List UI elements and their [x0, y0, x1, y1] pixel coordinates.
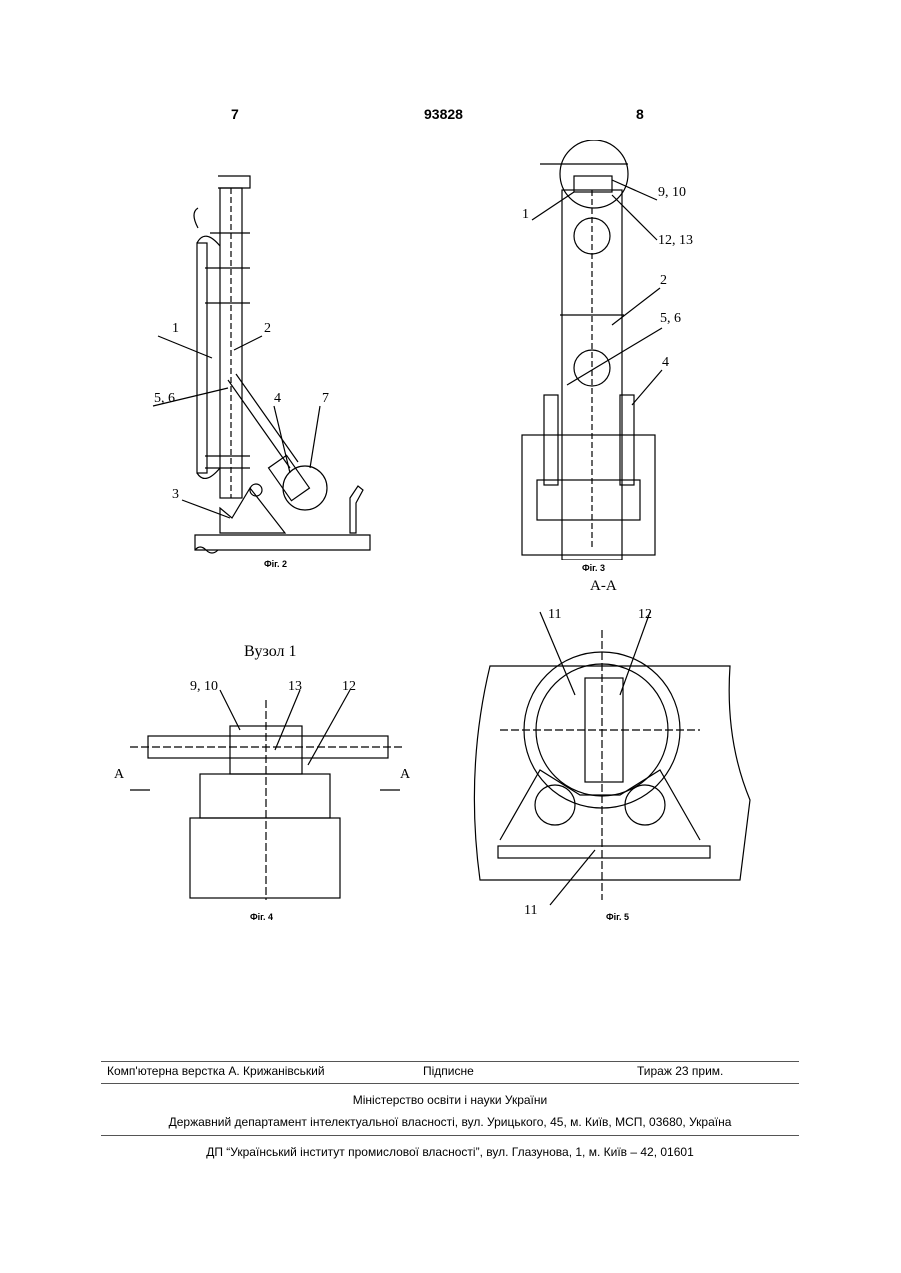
fig3-label-2: 2: [660, 273, 667, 288]
fig2-label-5-6: 5, 6: [154, 391, 175, 406]
footer-department: Державний департамент інтелектуальної вл…: [101, 1115, 799, 1129]
fig5-caption: Фіг. 5: [606, 912, 629, 922]
footer-signed: Підписне: [423, 1064, 474, 1078]
fig4-label-9-10: 9, 10: [190, 679, 218, 694]
fig2-label-3: 3: [172, 487, 179, 502]
fig4-section-mark-left: А: [114, 767, 125, 782]
fig3-label-1: 1: [522, 207, 529, 222]
fig2-label-1: 1: [172, 321, 179, 336]
figure-4-drawing: 9, 10 13 12 А А: [110, 670, 410, 905]
fig4-label-13: 13: [288, 679, 302, 694]
footer-typesetter: Комп'ютерна верстка А. Крижанівський: [107, 1064, 325, 1078]
footer-divider-bottom: [101, 1135, 799, 1136]
page-number-right: 8: [636, 106, 644, 122]
footer-ministry: Міністерство освіти і науки України: [101, 1093, 799, 1107]
page-number-left: 7: [231, 106, 239, 122]
patent-number: 93828: [424, 106, 463, 122]
fig5-label-12: 12: [638, 607, 652, 622]
footer-divider-top: [101, 1061, 799, 1062]
fig2-label-2: 2: [264, 321, 271, 336]
figure-5-drawing: 11 12 11: [460, 600, 760, 920]
fig5-label-11-bottom: 11: [524, 903, 537, 918]
fig5-label-11-top: 11: [548, 607, 561, 622]
footer-divider-middle: [101, 1083, 799, 1084]
fig3-label-5-6: 5, 6: [660, 311, 681, 326]
figure-2-drawing: 1 2 5, 6 4 7 3: [150, 168, 380, 558]
fig3-label-9-10: 9, 10: [658, 185, 686, 200]
fig4-section-mark-right: А: [400, 767, 410, 782]
figure-3-drawing: 9, 10 1 12, 13 2 5, 6 4: [512, 140, 712, 560]
fig3-label-12-13: 12, 13: [658, 233, 693, 248]
fig4-label-12: 12: [342, 679, 356, 694]
fig3-caption: Фіг. 3: [582, 563, 605, 573]
fig2-label-7: 7: [322, 391, 329, 406]
footer-institute: ДП “Український інститут промислової вла…: [101, 1145, 799, 1159]
fig3-label-4: 4: [662, 355, 669, 370]
fig4-title: Вузол 1: [244, 643, 296, 661]
fig2-caption: Фіг. 2: [264, 559, 287, 569]
fig4-caption: Фіг. 4: [250, 912, 273, 922]
fig2-label-4: 4: [274, 391, 281, 406]
footer-print-run: Тираж 23 прим.: [637, 1064, 723, 1078]
section-a-a-label: А-А: [590, 578, 617, 595]
